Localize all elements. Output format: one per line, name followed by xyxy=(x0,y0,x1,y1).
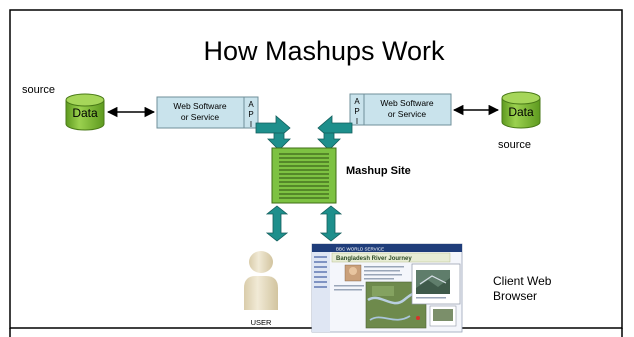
left-api-box: A P I xyxy=(243,96,259,129)
browser-header-text: BBC WORLD SERVICE xyxy=(336,247,384,252)
right-data-cylinder: Data xyxy=(501,91,541,129)
right-data-label: Data xyxy=(508,105,534,119)
right-service-line1: Web Software xyxy=(380,98,434,108)
left-service-line2: or Service xyxy=(181,112,220,122)
left-api-p: P xyxy=(248,110,253,119)
left-api-i: I xyxy=(250,120,252,129)
left-bent-arrow xyxy=(255,115,291,151)
diagram-title: How Mashups Work xyxy=(203,36,445,66)
left-service-line1: Web Software xyxy=(173,101,227,111)
left-service-box: Web Software or Service xyxy=(156,96,245,129)
left-api-a: A xyxy=(248,100,254,109)
client-browser-line1: Client Web xyxy=(493,274,552,288)
left-data-cylinder: Data xyxy=(65,93,105,131)
mashup-site-label: Mashup Site xyxy=(346,165,411,177)
browser-double-arrow xyxy=(319,205,343,242)
right-source-label: source xyxy=(498,139,531,151)
left-source-label: source xyxy=(22,84,55,96)
browser-screenshot: BBC WORLD SERVICE Bangladesh River Journ… xyxy=(311,243,463,333)
browser-banner-text: Bangladesh River Journey xyxy=(336,256,412,262)
right-api-p: P xyxy=(354,107,359,116)
left-data-label: Data xyxy=(72,106,98,120)
right-bent-arrow xyxy=(317,115,353,151)
right-api-a: A xyxy=(354,97,360,106)
user-figure xyxy=(244,251,278,310)
right-service-box: Web Software or Service xyxy=(363,93,452,126)
right-api-i: I xyxy=(356,117,358,126)
mashup-site-box xyxy=(271,147,337,204)
user-label: USER xyxy=(251,318,272,327)
user-double-arrow xyxy=(265,205,289,242)
right-api-box: A P I xyxy=(349,93,365,126)
client-browser-line2: Browser xyxy=(493,289,537,303)
right-service-line2: or Service xyxy=(388,109,427,119)
